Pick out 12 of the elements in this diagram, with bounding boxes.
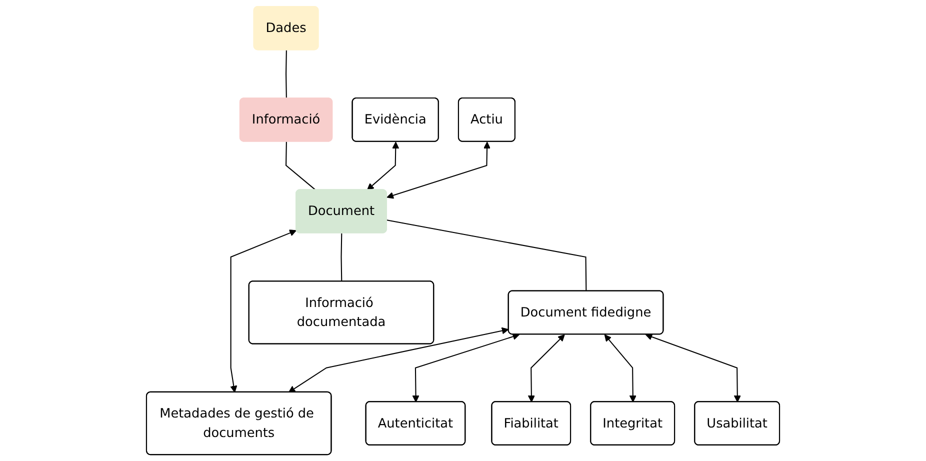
arrow <box>645 333 741 402</box>
arrow <box>412 333 520 402</box>
arrow <box>528 334 565 402</box>
arrow <box>230 230 296 393</box>
connector <box>286 50 287 98</box>
connector <box>386 220 587 292</box>
arrow <box>288 327 509 393</box>
connector <box>340 233 342 282</box>
connector <box>286 142 316 190</box>
arrow <box>604 334 636 402</box>
arrow <box>386 142 491 199</box>
arrow <box>366 142 400 190</box>
